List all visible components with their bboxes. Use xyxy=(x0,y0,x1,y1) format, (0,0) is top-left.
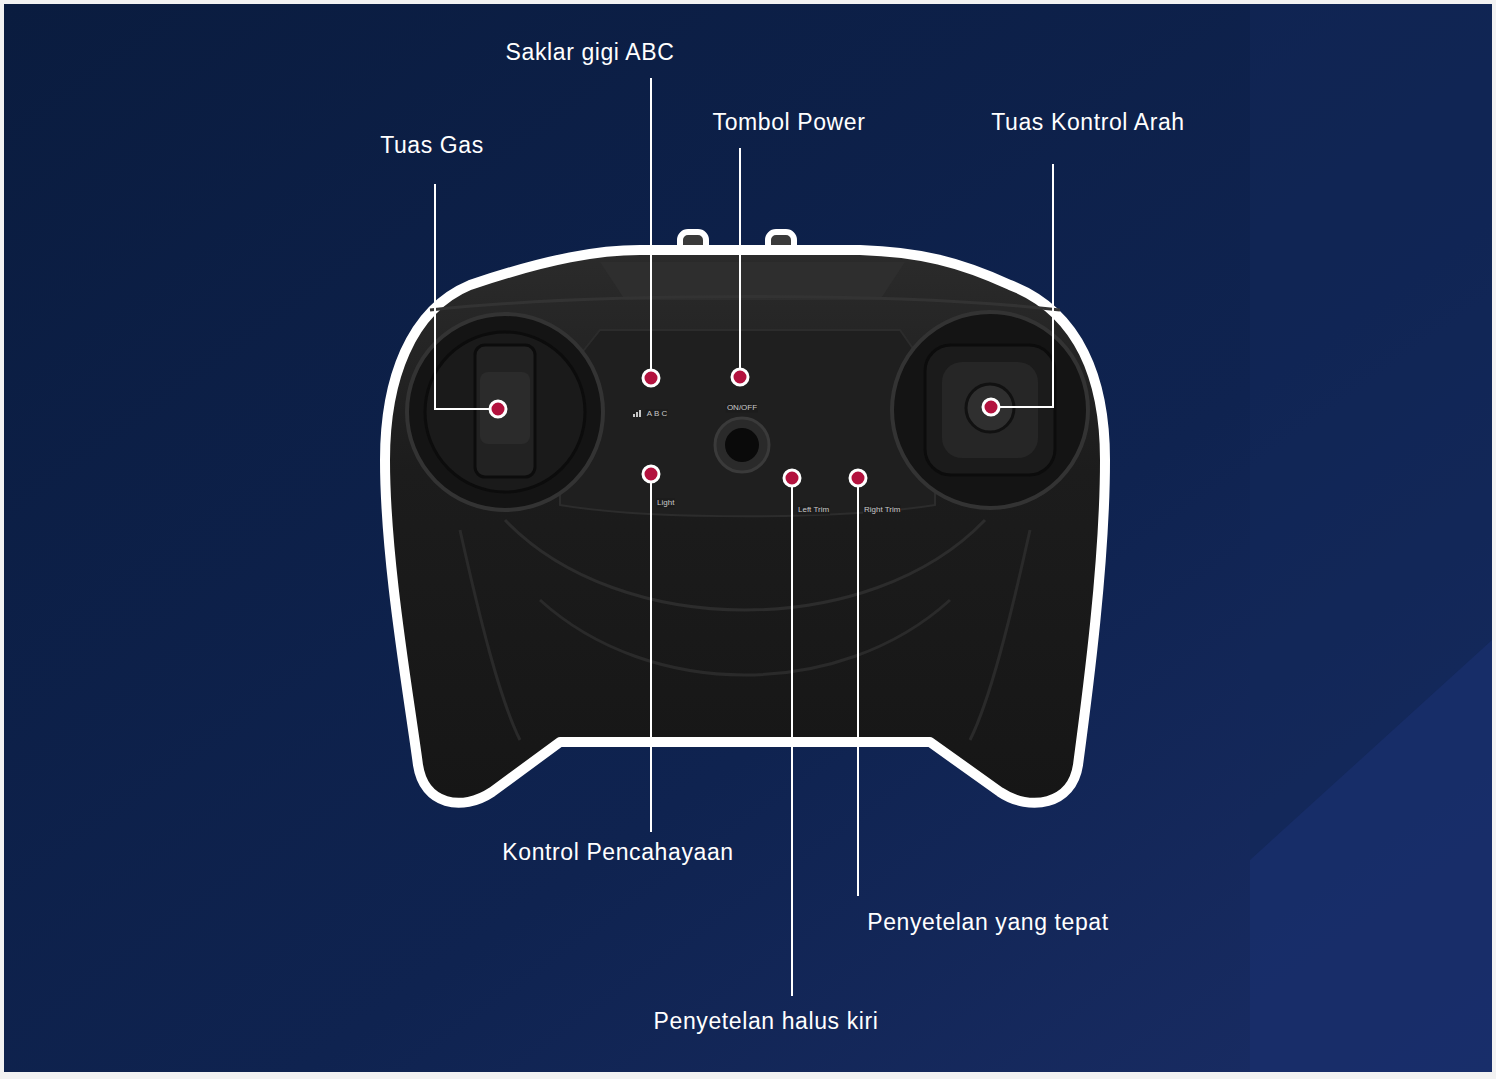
panel-arc xyxy=(540,600,950,675)
marker-dot xyxy=(490,401,506,417)
marker-dot xyxy=(850,470,866,486)
panel-print: Right Trim xyxy=(863,505,901,514)
part-label: Penyetelan halus kiri xyxy=(654,1008,879,1034)
part-label: Tuas Gas xyxy=(380,132,484,158)
panel-print: Left Trim xyxy=(797,505,830,514)
panel-print: Light xyxy=(656,498,675,507)
signal-icon xyxy=(639,410,641,417)
part-label: Penyetelan yang tepat xyxy=(867,909,1109,935)
part-label: Kontrol Pencahayaan xyxy=(502,839,733,865)
panel-print: A B C xyxy=(646,409,668,418)
panel-arc xyxy=(505,520,985,610)
leader-line xyxy=(999,164,1053,407)
stick-well xyxy=(407,314,603,510)
signal-icon xyxy=(633,414,635,417)
controller-body xyxy=(385,250,1105,803)
marker-dot xyxy=(643,370,659,386)
top-ridge xyxy=(600,262,905,300)
grip-line xyxy=(460,530,520,740)
marker-dot xyxy=(784,470,800,486)
button-panel xyxy=(560,330,935,516)
grip-line xyxy=(970,530,1030,740)
background-panel xyxy=(1250,640,1492,1072)
throttle-lever xyxy=(475,345,535,477)
panel-print: ON/OFF xyxy=(726,403,758,412)
marker-dot xyxy=(643,466,659,482)
stick-well xyxy=(892,312,1088,508)
stick-well xyxy=(425,332,585,492)
leader-line xyxy=(650,482,652,832)
marker-dot xyxy=(732,369,748,385)
background xyxy=(4,4,1492,1072)
top-edge xyxy=(430,297,1060,311)
part-label: Saklar gigi ABC xyxy=(506,39,675,65)
direction-gate xyxy=(942,362,1038,458)
part-label: Tombol Power xyxy=(713,109,866,135)
background-panel xyxy=(1250,4,1492,1072)
direction-gate xyxy=(925,345,1055,475)
marker-dots xyxy=(490,369,999,486)
leader-line xyxy=(739,148,741,369)
power-lens xyxy=(725,428,759,462)
leader-line xyxy=(435,184,490,409)
signal-icon xyxy=(636,412,638,417)
leader-lines xyxy=(435,78,1053,996)
leader-line xyxy=(857,486,859,896)
marker-dot xyxy=(983,399,999,415)
part-label: Tuas Kontrol Arah xyxy=(991,109,1184,135)
leader-line xyxy=(650,78,652,370)
leader-line xyxy=(791,486,793,996)
power-lens xyxy=(715,418,769,472)
